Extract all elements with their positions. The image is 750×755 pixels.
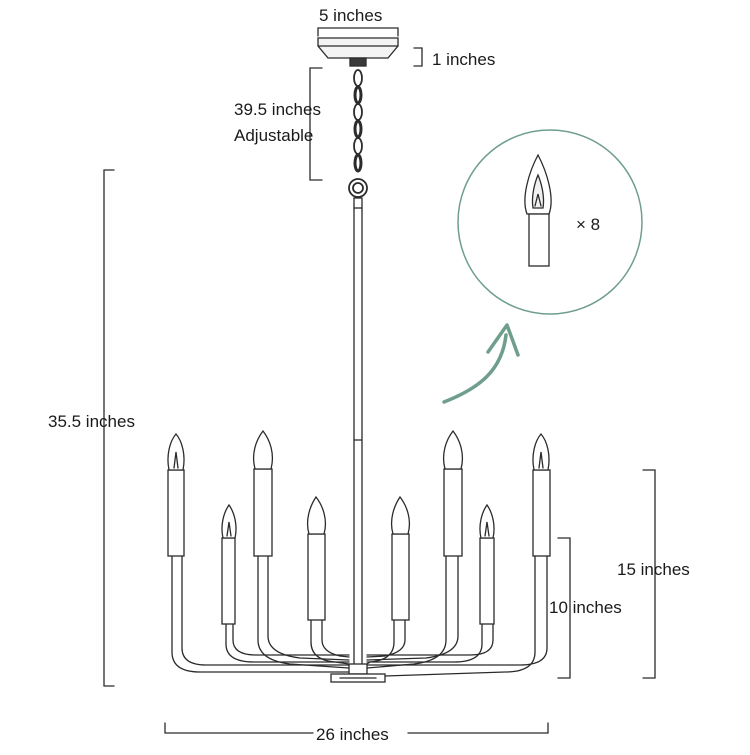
- ceiling-canopy: [317, 37, 399, 67]
- inner-arm-height-bracket: [557, 537, 571, 679]
- canopy-width-bracket: [317, 27, 399, 37]
- canopy-width-label: 5 inches: [319, 6, 383, 25]
- curved-arrow: [442, 323, 520, 404]
- chain-length-label: 39.5 inches: [234, 100, 321, 119]
- candle-5: [390, 495, 411, 621]
- bulb-quantity-label: × 8: [576, 215, 601, 234]
- center-stem: [353, 197, 363, 665]
- candle-8: [532, 433, 551, 557]
- candle-3: [252, 429, 274, 557]
- bulb-icon: [524, 153, 552, 267]
- center-hub: [330, 663, 386, 683]
- outer-arm-height-bracket: [642, 469, 656, 679]
- bulb-callout: [457, 129, 643, 315]
- width-bracket: [164, 722, 549, 734]
- inner-arm-height-label: 10 inches: [549, 598, 622, 617]
- candle-6: [442, 429, 464, 557]
- hanging-chain: [348, 69, 368, 198]
- candle-2: [221, 503, 237, 625]
- chain-length-bracket: [309, 67, 323, 181]
- canopy-height-bracket: [413, 47, 423, 67]
- canopy-height-label: 1 inches: [432, 50, 496, 69]
- overall-height-label: 35.5 inches: [48, 412, 135, 431]
- overall-height-bracket: [103, 169, 115, 687]
- candle-1: [167, 433, 185, 557]
- candle-4: [306, 495, 327, 621]
- width-label: 26 inches: [316, 725, 389, 744]
- outer-arm-height-label: 15 inches: [617, 560, 690, 579]
- candle-7: [479, 503, 495, 625]
- chain-note-label: Adjustable: [234, 126, 314, 145]
- chandelier-arms: [171, 555, 548, 677]
